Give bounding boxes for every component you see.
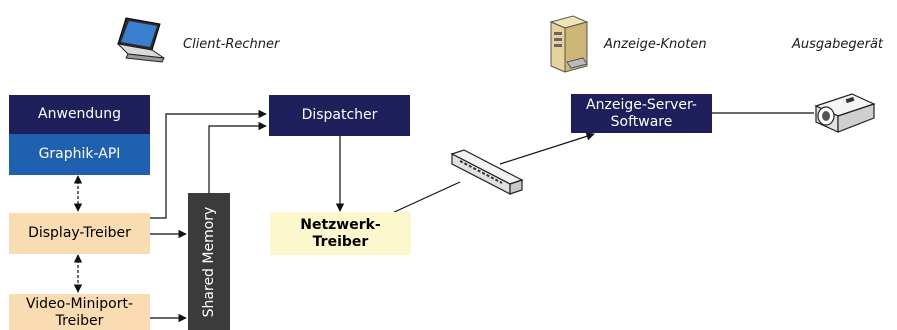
laptop-icon bbox=[116, 17, 165, 63]
display-treiber-box: Display-Treiber bbox=[9, 213, 150, 254]
video-line1: Video-Miniport- bbox=[25, 296, 134, 312]
client-label: Client-Rechner bbox=[183, 37, 280, 52]
network-to-switch-connector bbox=[389, 181, 461, 215]
video-miniport-box: Video-Miniport- Treiber bbox=[9, 294, 150, 330]
netzwerk-line2: Treiber bbox=[312, 233, 369, 250]
anwendung-box: Anwendung bbox=[9, 95, 150, 134]
dispatcher-box: Dispatcher bbox=[269, 95, 410, 136]
video-line2: Treiber bbox=[55, 313, 104, 329]
output-device-label: Ausgabegerät bbox=[792, 37, 884, 52]
anzeige-server-line2: Software bbox=[610, 113, 673, 130]
display-node-label: Anzeige-Knoten bbox=[604, 37, 707, 52]
anzeige-server-box: Anzeige-Server- Software bbox=[571, 94, 712, 133]
shared-memory-box: Shared Memory bbox=[188, 193, 230, 330]
shared-memory-label: Shared Memory bbox=[201, 206, 217, 317]
projector-icon bbox=[814, 93, 876, 133]
display-to-dispatcher-connector bbox=[150, 109, 267, 219]
server-tower-icon bbox=[549, 15, 589, 73]
anzeige-server-line1: Anzeige-Server- bbox=[586, 96, 697, 113]
netzwerk-treiber-box: Netzwerk- Treiber bbox=[270, 212, 411, 255]
switch-to-server-connector bbox=[499, 132, 595, 165]
graphik-api-box: Graphik-API bbox=[9, 134, 150, 175]
shared-to-dispatcher-connector bbox=[208, 121, 267, 193]
network-switch-icon bbox=[450, 149, 524, 195]
netzwerk-line1: Netzwerk- bbox=[300, 216, 381, 233]
